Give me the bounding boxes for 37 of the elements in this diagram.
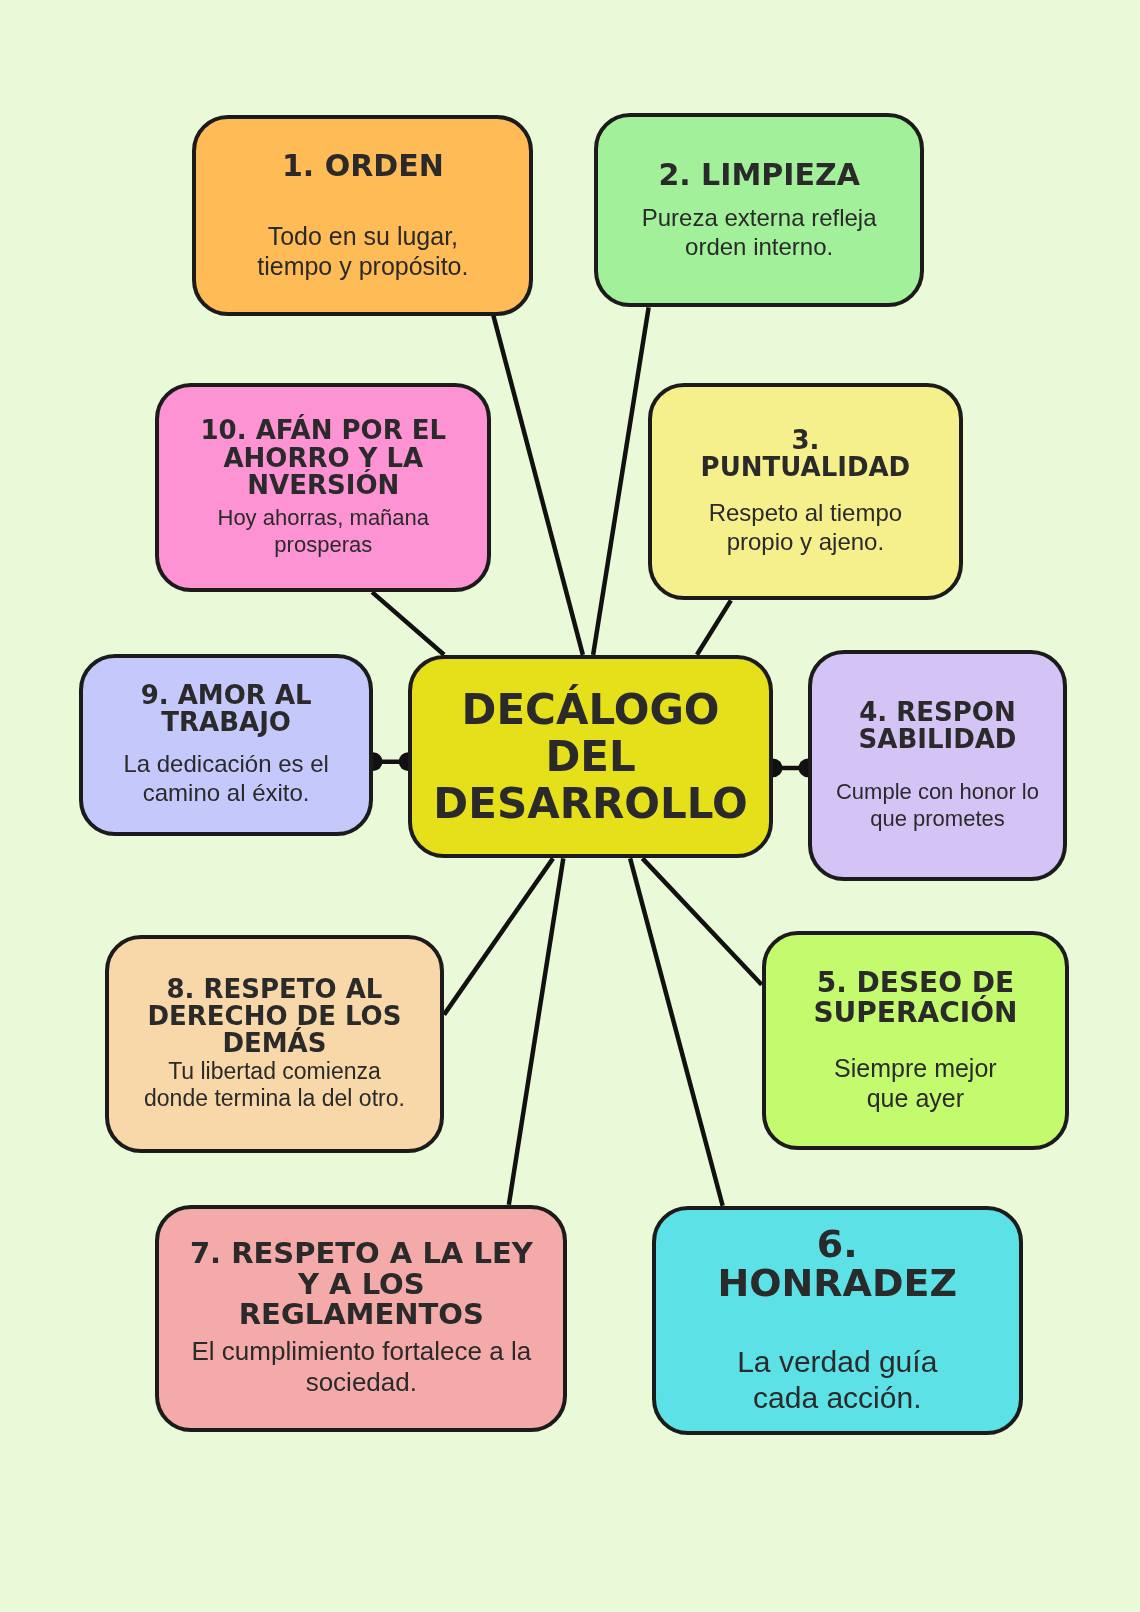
topic-box [104,935,445,1154]
topic-heading: 2. LIMPIEZA [658,158,860,191]
topic-heading: 8. RESPETO AL DERECHO DE LOS DEMÁS [146,975,403,1058]
central-topic-label: DECÁLOGO DEL DESARROLLO [432,686,749,828]
topic-heading: 5. DESEO DE SUPERACIÓN [813,968,1018,1028]
topic-box [192,115,534,316]
connector-line [695,599,733,656]
connector-line [506,858,566,1206]
topic-description: Siempre mejor que ayer [833,1053,998,1114]
topic-description: Respeto al tiempo propio y ajeno. [707,499,904,557]
topic-box [79,653,374,836]
topic-description: Cumple con honor lo que prometes [834,779,1040,832]
topic-box [807,649,1067,881]
topic-heading: 9. AMOR AL TRABAJO [139,681,313,737]
topic-heading: 7. RESPETO A LA LEY Y A LOS REGLAMENTOS [189,1238,534,1330]
topic-heading: 1. ORDEN [281,149,444,182]
topic-heading: 3. PUNTUALIDAD [699,426,912,482]
topic-box [594,113,925,308]
topic-box [647,383,964,601]
central-topic-box [408,654,773,859]
connector-line [627,857,725,1207]
topic-description: La dedicación es el camino al éxito. [122,750,330,808]
topic-description: Hoy ahorras, mañana prosperas [216,505,431,559]
topic-box [761,931,1070,1151]
topic-description: Tu libertad comienza donde termina la del otro. [143,1057,406,1113]
connector-line [590,307,651,656]
topic-box [651,1205,1023,1435]
topic-description: Todo en su lugar, tiempo y propósito. [256,221,470,282]
topic-box [155,1204,568,1432]
connector-line [370,590,446,657]
topic-description: Pureza externa refleja orden interno. [640,204,878,262]
topic-heading: 6. HONRADEZ [716,1224,959,1305]
connector-line [491,315,586,656]
topic-description: El cumplimiento fortalece a la sociedad. [190,1335,533,1399]
topic-description: La verdad guía cada acción. [736,1344,939,1417]
topic-box [155,383,492,593]
topic-heading: 4. RESPON SABILIDAD [857,698,1018,754]
